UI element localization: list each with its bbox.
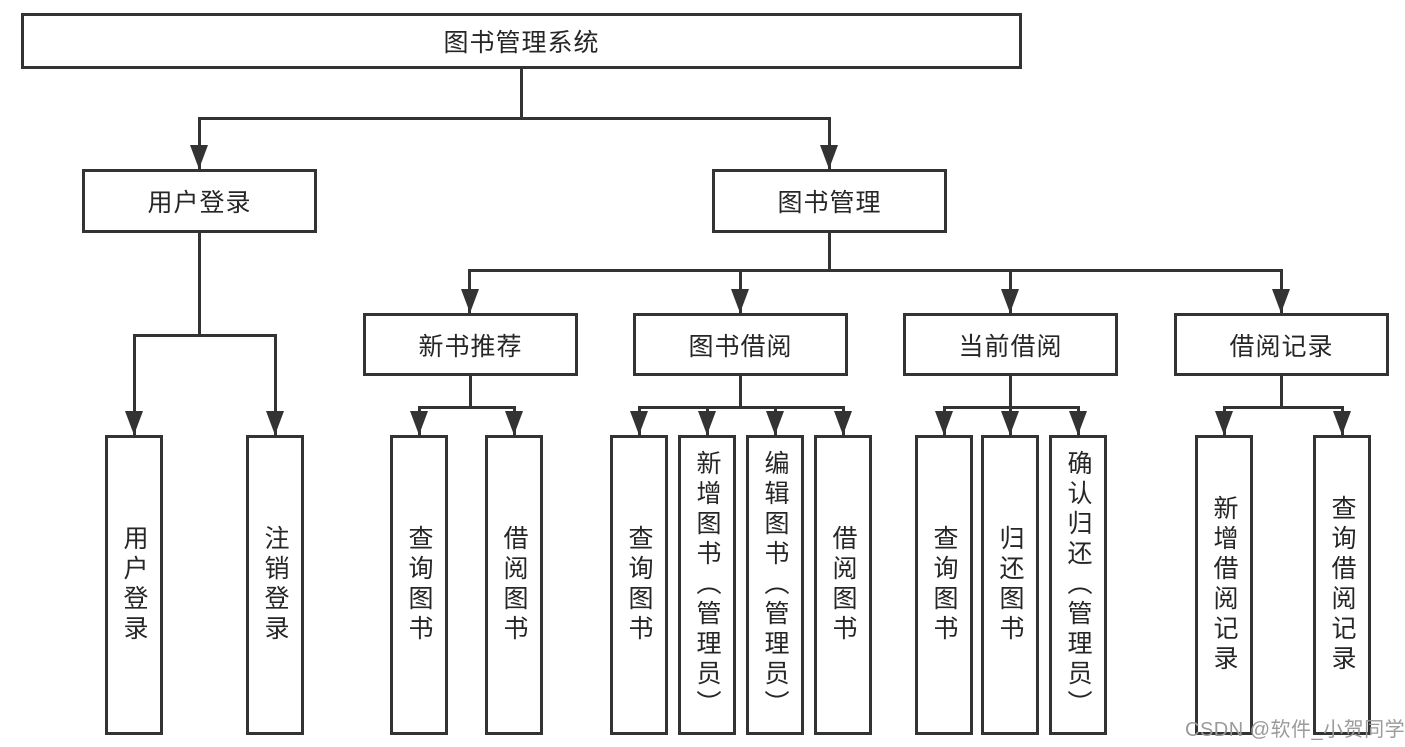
edge-line: [133, 334, 277, 337]
edge-line: [638, 406, 845, 409]
edge-line: [1280, 376, 1283, 408]
arrow-down-icon: [1001, 289, 1019, 313]
edge-line: [198, 233, 201, 335]
arrow-down-icon: [935, 411, 953, 435]
node-book-borrowing: 图书借阅: [633, 313, 848, 376]
edge-line: [198, 117, 201, 169]
arrow-down-icon: [834, 411, 852, 435]
node-library-system: 图书管理系统: [21, 13, 1022, 69]
leaf-confirm-return-admin: 确认归还（管理员）: [1049, 435, 1107, 735]
leaf-return-books: 归还图书: [981, 435, 1039, 735]
edge-line: [520, 69, 523, 118]
node-label: 确认归还（管理员）: [1064, 450, 1092, 720]
node-label: 新增图书（管理员）: [693, 450, 721, 720]
arrow-down-icon: [125, 411, 143, 435]
edge-line: [274, 334, 277, 435]
node-label: 查询图书: [625, 525, 653, 645]
node-label: 归还图书: [996, 525, 1024, 645]
node-label: 用户登录: [147, 189, 252, 217]
arrow-down-icon: [190, 145, 208, 169]
edge-line: [469, 269, 1283, 272]
leaf-query-books-borrowing: 查询图书: [610, 435, 668, 735]
arrow-down-icon: [630, 411, 648, 435]
arrow-down-icon: [505, 411, 523, 435]
edge-line: [133, 334, 136, 435]
node-label: 编辑图书（管理员）: [761, 450, 789, 720]
node-label: 图书管理: [777, 189, 882, 217]
node-user-login: 用户登录: [82, 169, 317, 233]
arrow-down-icon: [1215, 411, 1233, 435]
edge-line: [198, 117, 831, 120]
node-label: 当前借阅: [958, 332, 1063, 361]
arrow-down-icon: [766, 411, 784, 435]
leaf-query-borrow-record: 查询借阅记录: [1313, 435, 1371, 735]
leaf-logout: 注销登录: [246, 435, 304, 735]
node-label: 借阅图书: [829, 525, 857, 645]
arrow-down-icon: [266, 411, 284, 435]
leaf-query-books-current: 查询图书: [915, 435, 973, 735]
node-label: 借阅图书: [500, 525, 528, 645]
arrow-down-icon: [698, 411, 716, 435]
arrow-down-icon: [1069, 411, 1087, 435]
arrow-down-icon: [1333, 411, 1351, 435]
leaf-add-borrow-record: 新增借阅记录: [1195, 435, 1253, 735]
node-label: 图书管理系统: [443, 29, 600, 57]
leaf-query-books-recommend: 查询图书: [390, 435, 448, 735]
edge-line: [1009, 376, 1012, 408]
edge-line: [469, 376, 472, 408]
arrow-down-icon: [410, 411, 428, 435]
leaf-add-book-admin: 新增图书（管理员）: [678, 435, 736, 735]
leaf-edit-book-admin: 编辑图书（管理员）: [746, 435, 804, 735]
watermark: CSDN @软件_小贺同学: [1185, 719, 1405, 741]
node-label: 图书借阅: [688, 332, 793, 361]
node-borrowing-records: 借阅记录: [1174, 313, 1389, 376]
edge-line: [1223, 406, 1344, 409]
node-label: 新书推荐: [418, 332, 523, 361]
node-book-management: 图书管理: [712, 169, 947, 233]
leaf-borrow-books-borrowing: 借阅图书: [814, 435, 872, 735]
node-label: 注销登录: [261, 525, 289, 645]
node-label: 用户登录: [120, 525, 148, 645]
node-label: 新增借阅记录: [1210, 495, 1238, 675]
node-label: 借阅记录: [1229, 332, 1334, 361]
edge-line: [828, 233, 831, 271]
edge-line: [418, 406, 516, 409]
edge-line: [739, 376, 742, 408]
node-current-borrowing: 当前借阅: [903, 313, 1118, 376]
node-label: 查询图书: [930, 525, 958, 645]
leaf-borrow-books-recommend: 借阅图书: [485, 435, 543, 735]
arrow-down-icon: [1001, 411, 1019, 435]
arrow-down-icon: [461, 289, 479, 313]
node-new-book-recommend: 新书推荐: [363, 313, 578, 376]
leaf-user-login: 用户登录: [105, 435, 163, 735]
node-label: 查询图书: [405, 525, 433, 645]
arrow-down-icon: [1272, 289, 1290, 313]
edge-line: [828, 117, 831, 169]
node-label: 查询借阅记录: [1328, 495, 1356, 675]
arrow-down-icon: [731, 289, 749, 313]
arrow-down-icon: [820, 145, 838, 169]
